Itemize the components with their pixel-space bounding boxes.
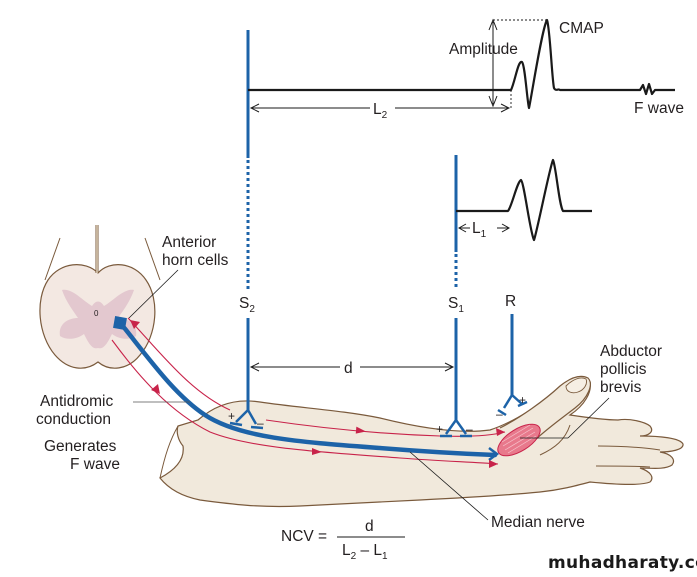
s1-label: S1 xyxy=(448,295,464,315)
amplitude-label: Amplitude xyxy=(449,41,518,58)
generates-f-wave-line1: Generates xyxy=(44,438,117,455)
thumbnail xyxy=(565,377,587,394)
stimulation-electrode-s2: + – S2 xyxy=(228,30,264,430)
abductor-pollicis-brevis-muscle xyxy=(497,423,541,457)
anterior-horn-label-line1: Anterior xyxy=(162,234,216,251)
formula-numerator: d xyxy=(365,518,374,535)
cmap-label: CMAP xyxy=(559,20,604,37)
arrowhead xyxy=(355,426,366,434)
arrowhead xyxy=(130,320,140,329)
finger-crease-1 xyxy=(597,445,661,451)
l1-label: L1 xyxy=(472,220,487,240)
abductor-label-line1: Abductor xyxy=(600,343,662,360)
finger-crease-2 xyxy=(595,465,651,468)
anode-sign: + xyxy=(436,422,443,436)
antidromic-label-line2: conduction xyxy=(36,411,111,428)
watermark: muhadharaty.com xyxy=(548,553,697,573)
orthodromic-return-path xyxy=(111,339,499,468)
d-label: d xyxy=(344,360,353,377)
s2-label: S2 xyxy=(239,295,255,315)
waveform-s2: L2 Amplitude CMAP F wave xyxy=(248,18,684,121)
formula-lhs: NCV = xyxy=(281,528,327,545)
generates-f-wave-line2: F wave xyxy=(70,456,120,473)
arrowhead xyxy=(312,448,322,455)
recording-electrode-r: + – R xyxy=(496,293,528,421)
formula-denominator: L2 – L1 xyxy=(342,542,388,562)
median-nerve-label: Median nerve xyxy=(491,514,585,531)
l2-label: L2 xyxy=(373,101,388,121)
elbow-curve xyxy=(159,425,179,479)
abductor-label-line3: brevis xyxy=(600,379,642,396)
arrowhead xyxy=(496,428,505,436)
stimulation-electrode-s1: + – S1 xyxy=(436,155,473,438)
anode-sign: + xyxy=(228,409,235,423)
spinal-cord-roots xyxy=(44,237,161,281)
cmap-trace-s2 xyxy=(248,18,675,110)
cathode-sign: – xyxy=(496,407,503,421)
antidromic-impulse-path xyxy=(127,317,506,437)
anode-sign: + xyxy=(519,393,526,407)
f-wave-label: F wave xyxy=(634,100,684,117)
cmap-trace-s1 xyxy=(456,158,592,242)
thenar-crease xyxy=(539,424,571,456)
thumb xyxy=(499,375,591,441)
arrowhead xyxy=(151,384,160,394)
ncv-formula: NCV = d L2 – L1 xyxy=(281,518,405,562)
distance-d-arrow: d xyxy=(249,360,455,377)
r-label: R xyxy=(505,293,516,310)
forearm-skin xyxy=(159,377,684,508)
callouts: Anterior horn cells Antidromic conductio… xyxy=(36,234,662,531)
spinal-cord: 0 xyxy=(39,225,161,369)
waveform-s1: L1 xyxy=(456,158,592,242)
median-nerve xyxy=(119,322,500,461)
cathode-sign: – xyxy=(466,422,473,436)
arm xyxy=(159,375,684,508)
central-canal: 0 xyxy=(94,309,99,318)
arrowhead xyxy=(489,460,498,468)
anterior-horn-label-line2: horn cells xyxy=(162,252,229,269)
cathode-sign: – xyxy=(257,416,264,430)
gray-matter xyxy=(59,289,137,349)
abductor-label-line2: pollicis xyxy=(600,361,647,378)
antidromic-label-line1: Antidromic xyxy=(40,393,113,410)
